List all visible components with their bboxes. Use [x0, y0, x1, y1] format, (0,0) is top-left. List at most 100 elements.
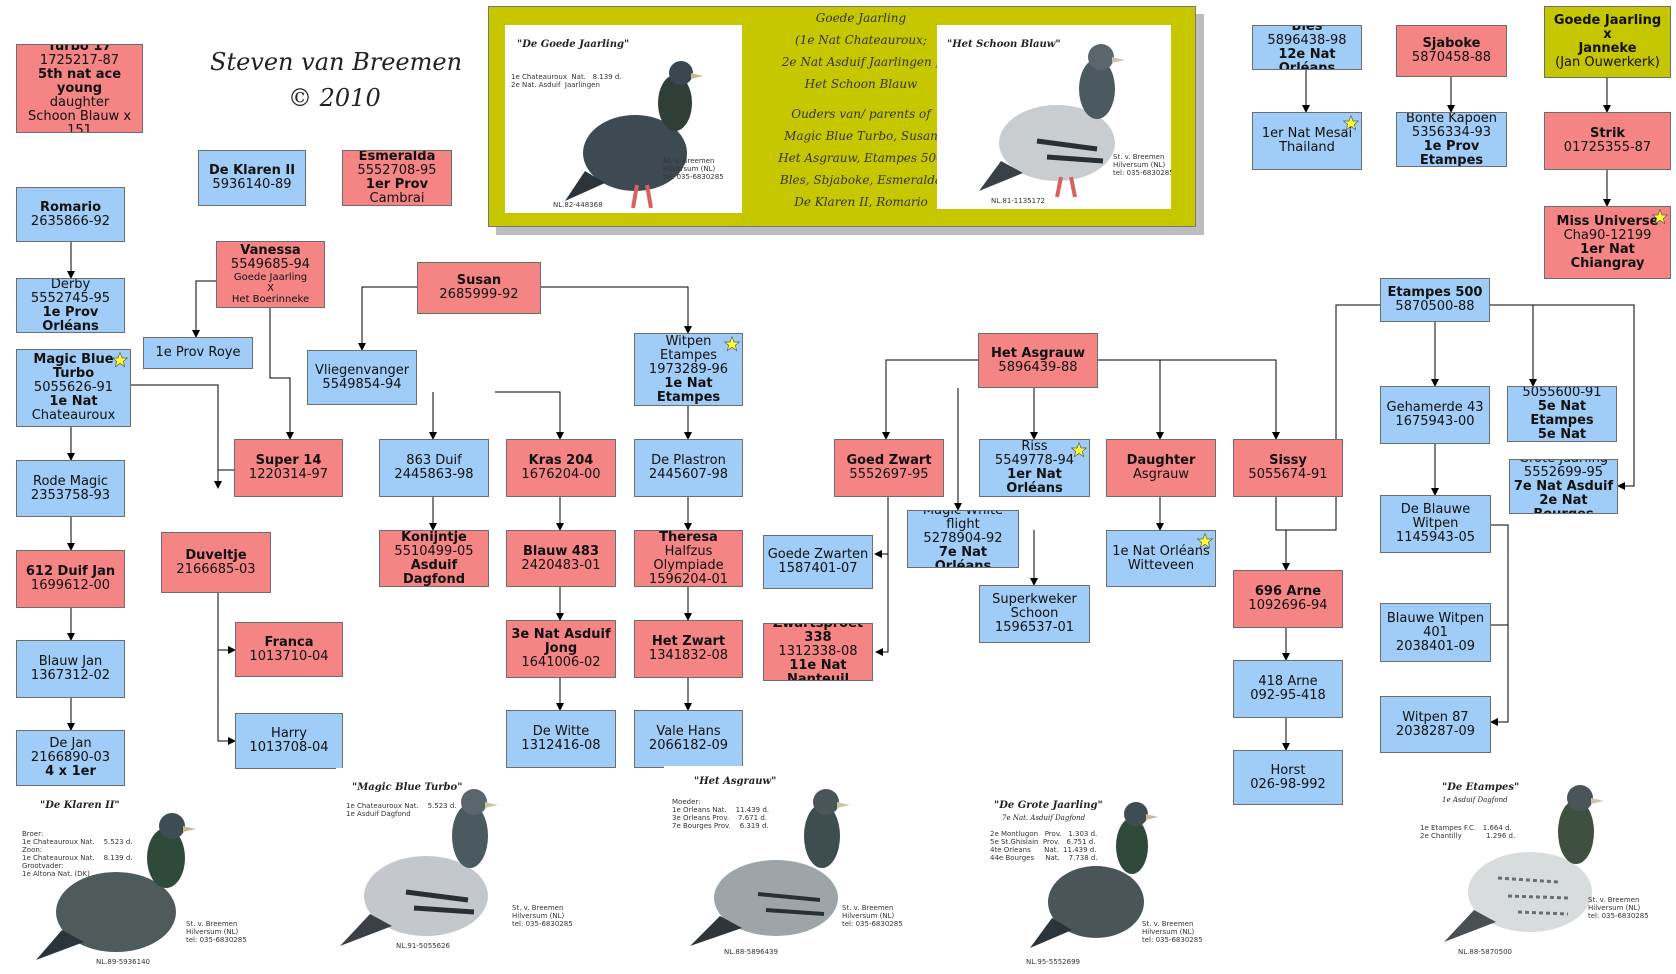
- pigeon-line: 5896439-88: [998, 359, 1078, 375]
- pigeon-line: 2353758-93: [30, 487, 111, 503]
- pigeon-line: Schoon Blauw x 151: [27, 108, 132, 133]
- pigeon-line: Gehamerde 43: [1386, 400, 1484, 415]
- pigeon-line: 5552708-95: [357, 163, 437, 178]
- pigeon-line: 5055600-91: [1522, 386, 1602, 400]
- pigeon-line: 2445607-98: [648, 467, 729, 482]
- pigeon-line: x: [1603, 27, 1612, 42]
- pigeon-line: De Klaren II: [208, 163, 296, 178]
- star-icon: [1343, 115, 1359, 131]
- photo-ring-number: NL.91-5055626: [396, 942, 450, 950]
- pigeon-line: Esmeralda: [358, 150, 436, 164]
- pigeon-line: 5e Nat Bourges: [1537, 427, 1587, 442]
- star-icon: [112, 352, 128, 368]
- pigeon-line: young: [56, 80, 103, 96]
- pigeon-photo: [340, 789, 498, 946]
- pigeon-line: 1725217-87: [39, 52, 120, 68]
- breeder-credit: St. v. Breemen Hilversum (NL) tel: 035-6…: [1113, 153, 1171, 177]
- pigeon-line: 2445863-98: [394, 467, 474, 482]
- pigeon-line: 1145943-05: [1395, 530, 1476, 545]
- pigeon-line: Goed Zwart: [846, 453, 932, 468]
- pigeon-line: 1312338-08: [778, 644, 858, 659]
- banner-photo-left: "De Goede Jaarling" 1e Chateauroux Nat. …: [505, 25, 742, 213]
- pigeon-line: Daughter: [1126, 453, 1196, 468]
- pigeon-line: 1013708-04: [249, 740, 329, 755]
- photo-caption: "De Grote Jaarling": [994, 800, 1103, 811]
- pigeon-line: 2e Nat Bourges: [1533, 492, 1594, 514]
- pigeon-line: 1973289-96: [648, 361, 729, 377]
- photo-subcaption: 7e Nat. Asduif Dagfond: [1002, 814, 1086, 822]
- pigeon-line: 5896438-98: [1267, 32, 1347, 48]
- pigeon-line: 5552745-95: [30, 290, 111, 306]
- pigeon-line: 863 Duif: [406, 453, 462, 468]
- pigeon-line: Halfzus Olympiade: [653, 543, 724, 573]
- banner-line: Ouders van/ parents of: [791, 107, 931, 121]
- pigeon-line: (Jan Ouwerkerk): [1555, 55, 1660, 70]
- pigeon-line: 7e Nat Orléans: [934, 545, 992, 568]
- pigeon-line: Blauwe Witpen: [1386, 610, 1485, 626]
- banner-line: Magic Blue Turbo, Susan: [784, 129, 938, 143]
- pigeon-line: 1220314-97: [248, 467, 329, 482]
- photo-note: 1e Chateauroux Nat. 5.523 d. 1e Asduif D…: [346, 802, 457, 818]
- pigeon-line: 3e Nat Asduif Jong: [511, 627, 611, 656]
- pigeon-line: Vale Hans: [656, 724, 721, 739]
- banner-line: 2e Nat Asduif Jaarlingen ): [781, 55, 941, 69]
- pigeon-line: Cha90-12199: [1563, 227, 1652, 243]
- pigeon-line: Zwartsproet 338: [772, 623, 864, 645]
- pigeon-line: Susan: [456, 273, 502, 288]
- pigeon-line: Het Boerinneke: [231, 294, 310, 305]
- pigeon-line: Asduif Dagfond: [402, 557, 466, 587]
- pigeon-line: 1312416-08: [521, 738, 601, 753]
- pigeon-line: Miss Universe: [1556, 213, 1659, 229]
- pigeon-line: 1e Prov Orléans: [42, 304, 99, 333]
- pigeon-line: Super 14: [255, 453, 322, 468]
- pigeon-line: 5552699-95: [1523, 464, 1604, 480]
- photo-note: 1e Etampes F.C. 1.664 d. 2e Chantilly 1.…: [1420, 824, 1516, 840]
- pigeon-line: Konijntje: [401, 530, 467, 545]
- pigeon-line: 5th nat ace: [37, 66, 122, 82]
- photo-caption: "De Etampes": [1442, 782, 1520, 793]
- pigeon-line: 5549685-94: [230, 257, 311, 272]
- pigeon-photo: [690, 789, 850, 946]
- pigeon-line: Chateauroux: [31, 408, 116, 423]
- pigeon-line: 696 Arne: [1254, 584, 1322, 599]
- breeder-credit: St. v. Breemen Hilversum (NL) tel: 035-6…: [186, 920, 247, 944]
- breeder-credit: St. v. Breemen Hilversum (NL) tel: 035-6…: [842, 904, 903, 928]
- author-signature: Steven van Breemen: [210, 48, 463, 76]
- pigeon-line: 2685999-92: [439, 287, 519, 302]
- pigeon-line: 612 Duif Jan: [25, 564, 116, 579]
- pigeon-line: 5356334-93: [1411, 124, 1492, 140]
- pigeon-photo: [1030, 802, 1158, 948]
- photo-caption: "Het Asgrauw": [694, 776, 777, 787]
- photo-ring-number: NL.89-5936140: [96, 958, 150, 966]
- pigeon-line: 5278904-92: [923, 531, 1003, 546]
- pigeon-line: 1er Nat Chiangray: [1570, 241, 1645, 271]
- parents-banner: "De Goede Jaarling" 1e Chateauroux Nat. …: [488, 6, 1196, 227]
- photo-ring-number: NL.88-5896439: [724, 948, 778, 956]
- pigeon-line: Het Asgrauw: [991, 345, 1085, 361]
- breeder-credit: St. v. Breemen Hilversum (NL) tel: 035-6…: [512, 904, 573, 928]
